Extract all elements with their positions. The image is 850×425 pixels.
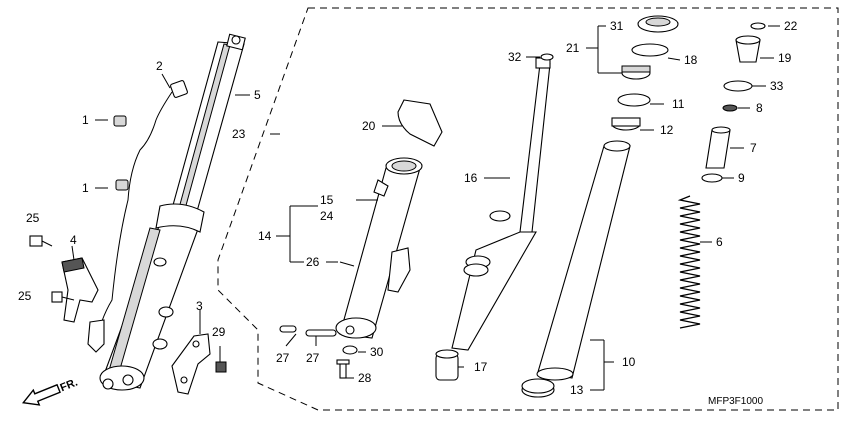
callout-25-upper: 25 (26, 211, 40, 225)
callout-3: 3 (196, 299, 203, 313)
bolt-28 (336, 359, 350, 379)
seal-21 (621, 65, 651, 80)
callout-4: 4 (70, 233, 77, 247)
callout-28: 28 (358, 371, 372, 385)
callout-30: 30 (370, 345, 384, 359)
callout-33: 33 (770, 79, 784, 93)
bracket-3 (171, 333, 211, 395)
callout-24: 24 (320, 209, 334, 223)
spacer-8 (722, 104, 738, 112)
callout-5: 5 (254, 88, 261, 102)
speed-sensor-cable (87, 80, 188, 353)
callout-10: 10 (622, 355, 636, 369)
front-direction-arrow: FR. (22, 376, 80, 406)
bolt-29 (215, 361, 227, 373)
bolt-25a (29, 235, 53, 247)
ring-13 (521, 378, 555, 398)
callout-1-upper: 1 (82, 113, 89, 127)
callout-17: 17 (474, 360, 488, 374)
callout-26: 26 (306, 255, 320, 269)
cap-bolt-19 (735, 35, 761, 63)
callout-32: 32 (508, 50, 522, 64)
bolt-25b (51, 291, 75, 303)
callout-6: 6 (716, 235, 723, 249)
spring-6 (677, 195, 701, 329)
spacer-7 (705, 126, 731, 169)
washer-30 (342, 345, 358, 355)
clip-18 (631, 43, 669, 57)
callout-2: 2 (156, 59, 163, 73)
inner-parts-boundary (217, 7, 839, 411)
callout-25-lower: 25 (18, 289, 32, 303)
bolt-27b (305, 329, 337, 337)
callout-12: 12 (660, 123, 674, 137)
callout-14: 14 (258, 229, 272, 243)
callout-8: 8 (756, 101, 763, 115)
o-ring-22 (750, 22, 766, 30)
callout-11: 11 (672, 97, 685, 111)
callout-19: 19 (778, 51, 792, 65)
leader-lines (71, 25, 780, 391)
callout-13: 13 (570, 383, 584, 397)
bracket-4 (61, 257, 99, 323)
bushing-17 (435, 349, 459, 381)
callout-29: 29 (212, 325, 226, 339)
front-direction-label: FR. (59, 376, 80, 394)
callout-9: 9 (738, 171, 745, 185)
callout-27-left: 27 (276, 351, 290, 365)
callout-23: 23 (232, 127, 246, 141)
callout-31: 31 (610, 19, 624, 33)
callout-18: 18 (684, 53, 698, 67)
o-ring-33 (723, 80, 753, 92)
callout-27-right: 27 (306, 351, 320, 365)
washer-11 (617, 93, 651, 107)
damper-rod-16 (451, 57, 551, 351)
fork-assembly (99, 33, 246, 391)
guard-20 (397, 99, 443, 147)
callout-7: 7 (750, 141, 757, 155)
callout-15: 15 (320, 193, 334, 207)
washer-9 (701, 173, 723, 183)
inner-tube-10 (536, 140, 631, 381)
diagram-code: MFP3F1000 (708, 396, 763, 407)
seal-31 (637, 15, 679, 33)
callout-20: 20 (362, 119, 376, 133)
callout-22: 22 (784, 19, 798, 33)
callout-numbers: 1 1 2 3 4 5 6 7 8 9 10 11 12 13 14 15 16… (18, 19, 798, 397)
fork-slider-15 (335, 157, 423, 339)
bolt-27a (279, 325, 297, 333)
callout-1-lower: 1 (82, 181, 89, 195)
bolt-26 (339, 261, 355, 267)
bushing-12 (611, 117, 641, 131)
callout-21: 21 (566, 41, 580, 55)
callout-16: 16 (464, 171, 478, 185)
washer-32 (540, 53, 554, 61)
